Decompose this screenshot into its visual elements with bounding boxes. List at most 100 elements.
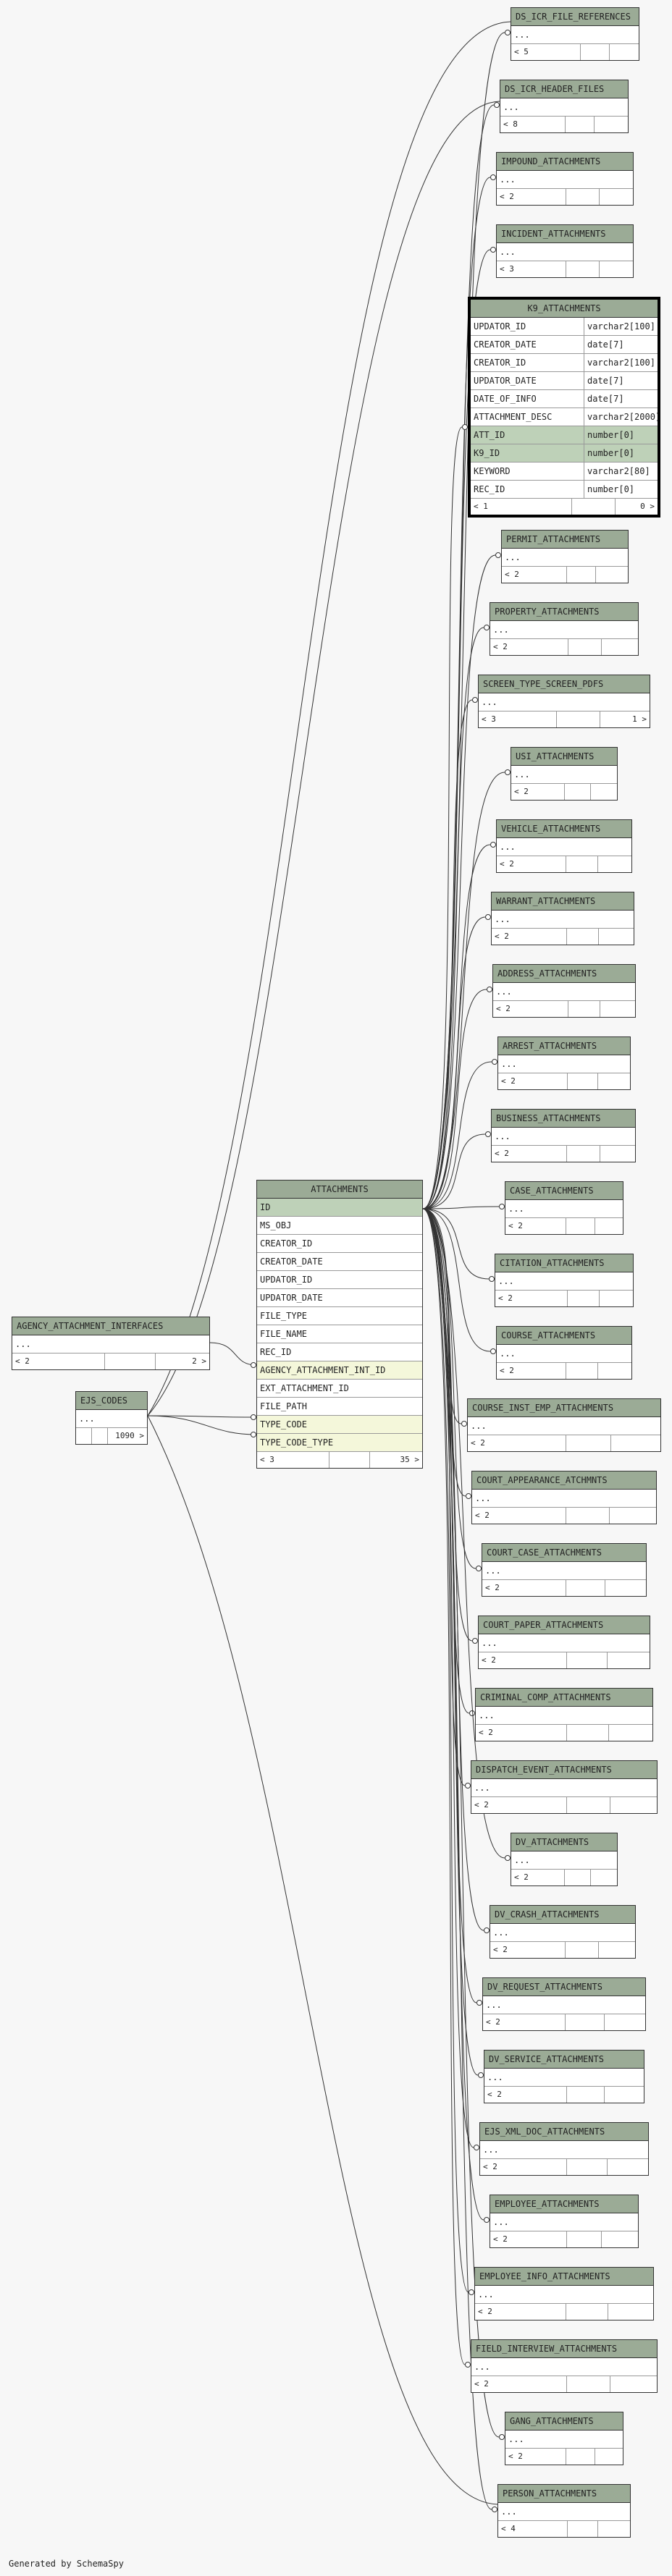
table-case-attachments[interactable]: CASE_ATTACHMENTS ... < 2 [505, 1181, 623, 1235]
table-name: AGENCY_ATTACHMENT_INTERFACES [12, 1317, 209, 1335]
relationship-end-marker [495, 552, 501, 558]
table-property-attachments[interactable]: PROPERTY_ATTACHMENTS ... < 2 [490, 602, 639, 656]
table-footer: < 2 [497, 189, 633, 205]
table-footer: < 3 [497, 261, 633, 277]
table-usi-attachments[interactable]: USI_ATTACHMENTS ... < 2 [511, 747, 618, 801]
table-citation-attachments[interactable]: CITATION_ATTACHMENTS ... < 2 [495, 1254, 634, 1307]
children-count: < 2 [471, 1797, 567, 1813]
children-count: < 8 [500, 117, 566, 132]
table-court-case-attachments[interactable]: COURT_CASE_ATTACHMENTS ... < 2 [482, 1543, 647, 1597]
table-ellipsis-row: ... [493, 983, 635, 1001]
table-dv-service-attachments[interactable]: DV_SERVICE_ATTACHMENTS ... < 2 [484, 2050, 644, 2103]
table-ellipsis-row: ... [471, 2358, 657, 2376]
children-count: < 2 [482, 1580, 566, 1596]
relationship-end-marker [485, 914, 491, 920]
table-warrant-attachments[interactable]: WARRANT_ATTACHMENTS ... < 2 [491, 892, 634, 945]
table-employee-info-attachments[interactable]: EMPLOYEE_INFO_ATTACHMENTS ... < 2 [474, 2267, 654, 2320]
children-count: < 2 [490, 639, 568, 655]
table-person-attachments[interactable]: PERSON_ATTACHMENTS ... < 4 [497, 2484, 631, 2538]
children-count: < 3 [479, 711, 557, 727]
children-count: < 3 [497, 261, 566, 277]
footer-cell [568, 1001, 600, 1017]
table-footer: < 2 [492, 1146, 635, 1162]
relationship-line [422, 1208, 490, 1280]
table-field-interview-attachments[interactable]: FIELD_INTERVIEW_ATTACHMENTS ... < 2 [471, 2339, 658, 2393]
table-dv-crash-attachments[interactable]: DV_CRASH_ATTACHMENTS ... < 2 [490, 1905, 636, 1959]
footer-cell [595, 1218, 623, 1234]
table-name: FIELD_INTERVIEW_ATTACHMENTS [471, 2340, 657, 2358]
footer-cell [568, 1291, 600, 1306]
children-count: < 2 [511, 1870, 565, 1885]
table-ejs-xml-doc-attachments[interactable]: EJS_XML_DOC_ATTACHMENTS ... < 2 [479, 2122, 649, 2176]
table-footer: < 2 [480, 2159, 648, 2175]
footer-cell [76, 1428, 92, 1444]
table-court-appearance-atchmnts[interactable]: COURT_APPEARANCE_ATCHMNTS ... < 2 [471, 1471, 657, 1524]
footer-cell [105, 1354, 156, 1369]
table-ellipsis-row: ... [472, 1490, 656, 1508]
generated-by-footer: Generated by SchemaSpy [9, 2559, 124, 2569]
relationship-line [422, 1208, 491, 1352]
table-ellipsis-row: ... [505, 2431, 623, 2449]
footer-cell [567, 567, 596, 583]
table-footer: < 2 [483, 2014, 645, 2030]
children-count: < 2 [502, 567, 567, 583]
relationship-end-marker [474, 2145, 479, 2150]
children-count: < 2 [497, 1363, 566, 1379]
relationship-line [422, 1208, 469, 2293]
table-ds-icr-header-files[interactable]: DS_ICR_HEADER_FILES ... < 8 [500, 80, 629, 133]
table-employee-attachments[interactable]: EMPLOYEE_ATTACHMENTS ... < 2 [490, 2195, 639, 2248]
table-attachments[interactable]: ATTACHMENTS ID MS_OBJ CREATOR_ID CREATOR… [256, 1180, 423, 1469]
footer-cell [608, 2304, 653, 2320]
children-count: < 4 [498, 2521, 568, 2537]
footer-cell [605, 2014, 645, 2030]
table-screen-type-screen-pdfs[interactable]: SCREEN_TYPE_SCREEN_PDFS ... < 3 1 > [478, 675, 650, 728]
table-criminal-comp-attachments[interactable]: CRIMINAL_COMP_ATTACHMENTS ... < 2 [475, 1688, 653, 1741]
table-name: COURT_CASE_ATTACHMENTS [482, 1544, 646, 1562]
table-address-attachments[interactable]: ADDRESS_ATTACHMENTS ... < 2 [492, 964, 636, 1018]
table-course-inst-emp-attachments[interactable]: COURSE_INST_EMP_ATTACHMENTS ... < 2 [467, 1398, 661, 1452]
table-business-attachments[interactable]: BUSINESS_ATTACHMENTS ... < 2 [491, 1109, 636, 1162]
table-course-attachments[interactable]: COURSE_ATTACHMENTS ... < 2 [496, 1326, 632, 1380]
table-ellipsis-row: ... [492, 911, 634, 929]
table-ds-icr-file-references[interactable]: DS_ICR_FILE_REFERENCES ... < 5 [511, 7, 639, 61]
table-vehicle-attachments[interactable]: VEHICLE_ATTACHMENTS ... < 2 [496, 819, 632, 873]
footer-cell [567, 2087, 605, 2103]
relationship-end-marker [505, 30, 511, 35]
footer-cell [596, 567, 628, 583]
footer-cell [567, 1797, 610, 1813]
children-count: < 2 [497, 189, 566, 205]
footer-cell [567, 1652, 608, 1668]
relationship-line [422, 1133, 486, 1209]
children-count: < 2 [480, 2159, 567, 2175]
table-agency-attachment-interfaces[interactable]: AGENCY_ATTACHMENT_INTERFACES ... < 2 2 > [12, 1317, 210, 1370]
table-dv-attachments[interactable]: DV_ATTACHMENTS ... < 2 [511, 1833, 618, 1886]
table-name: COURT_APPEARANCE_ATCHMNTS [472, 1471, 656, 1490]
children-count: < 2 [490, 1942, 566, 1958]
table-gang-attachments[interactable]: GANG_ATTACHMENTS ... < 2 [505, 2412, 623, 2465]
children-count: < 2 [483, 2014, 566, 2030]
relationship-line [147, 1415, 257, 1435]
parents-count: 35 > [400, 1455, 420, 1464]
table-dispatch-event-attachments[interactable]: DISPATCH_EVENT_ATTACHMENTS ... < 2 [471, 1760, 658, 1814]
table-ejs-codes[interactable]: EJS_CODES ... 1090 > [75, 1391, 148, 1445]
table-footer: < 8 [500, 117, 628, 132]
relationship-end-marker [492, 1059, 497, 1065]
table-name: DV_SERVICE_ATTACHMENTS [484, 2051, 644, 2069]
children-count: < 2 [490, 2231, 567, 2247]
relationship-line [147, 1415, 498, 2505]
relationship-end-marker [469, 2289, 474, 2295]
table-court-paper-attachments[interactable]: COURT_PAPER_ATTACHMENTS ... < 2 [478, 1616, 650, 1669]
table-dv-request-attachments[interactable]: DV_REQUEST_ATTACHMENTS ... < 2 [482, 1977, 646, 2031]
table-name: EJS_CODES [76, 1392, 147, 1410]
table-impound-attachments[interactable]: IMPOUND_ATTACHMENTS ... < 2 [496, 152, 634, 206]
footer-cell [565, 1870, 591, 1885]
footer-cell [567, 2159, 608, 2175]
relationship-line [422, 1208, 466, 2365]
table-incident-attachments[interactable]: INCIDENT_ATTACHMENTS ... < 3 [496, 224, 634, 278]
footer-cell [602, 2231, 638, 2247]
table-arrest-attachments[interactable]: ARREST_ATTACHMENTS ... < 2 [497, 1036, 631, 1090]
footer-cell [567, 2231, 602, 2247]
table-permit-attachments[interactable]: PERMIT_ATTACHMENTS ... < 2 [501, 530, 629, 583]
